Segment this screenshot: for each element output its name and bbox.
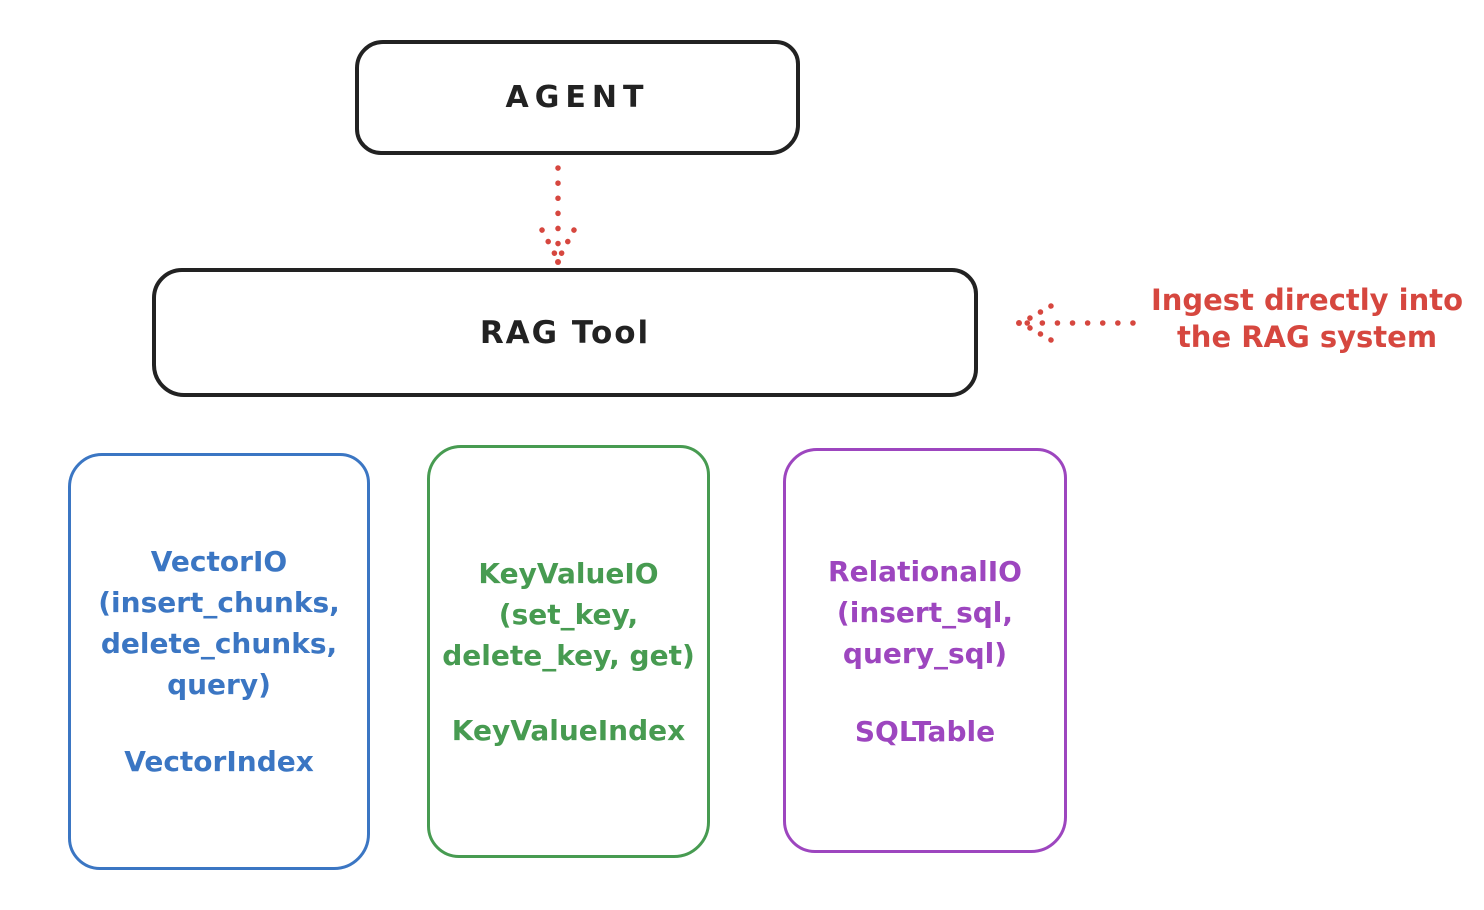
arrow-annotation-to-ragtool-icon bbox=[1016, 303, 1136, 343]
agent-box: AGENT bbox=[355, 40, 800, 155]
vector-io-line: (insert_chunks, bbox=[98, 586, 340, 619]
keyvalue-io-line: KeyValueIO bbox=[478, 557, 659, 590]
relational-io-box: RelationalIO (insert_sql, query_sql) SQL… bbox=[783, 448, 1067, 853]
vector-io-line: query) bbox=[167, 668, 271, 701]
relational-io-description: RelationalIO (insert_sql, query_sql) bbox=[828, 551, 1022, 674]
vector-io-box: VectorIO (insert_chunks, delete_chunks, … bbox=[68, 453, 370, 870]
ingest-annotation: Ingest directly into the RAG system bbox=[1130, 282, 1484, 356]
keyvalue-io-description: KeyValueIO (set_key, delete_key, get) bbox=[442, 553, 695, 676]
keyvalue-io-line: (set_key, bbox=[498, 598, 639, 631]
vector-io-line: VectorIO bbox=[150, 545, 288, 578]
arrow-agent-to-ragtool-icon bbox=[539, 165, 577, 265]
relational-io-line: query_sql) bbox=[842, 637, 1008, 670]
ingest-annotation-line2: the RAG system bbox=[1176, 320, 1438, 354]
vector-io-description: VectorIO (insert_chunks, delete_chunks, … bbox=[98, 541, 340, 705]
relational-io-line: (insert_sql, bbox=[836, 596, 1014, 629]
sql-table-label: SQLTable bbox=[854, 715, 996, 748]
rag-tool-box-label: RAG Tool bbox=[479, 314, 651, 351]
vector-io-line: delete_chunks, bbox=[100, 627, 338, 660]
agent-box-label: AGENT bbox=[505, 80, 650, 115]
vector-index-label: VectorIndex bbox=[124, 745, 314, 778]
keyvalue-io-box: KeyValueIO (set_key, delete_key, get) Ke… bbox=[427, 445, 710, 858]
keyvalue-io-line: delete_key, get) bbox=[442, 639, 695, 672]
rag-tool-box: RAG Tool bbox=[152, 268, 978, 397]
keyvalue-index-label: KeyValueIndex bbox=[451, 714, 686, 747]
relational-io-line: RelationalIO bbox=[828, 555, 1022, 588]
ingest-annotation-line1: Ingest directly into bbox=[1150, 283, 1464, 317]
